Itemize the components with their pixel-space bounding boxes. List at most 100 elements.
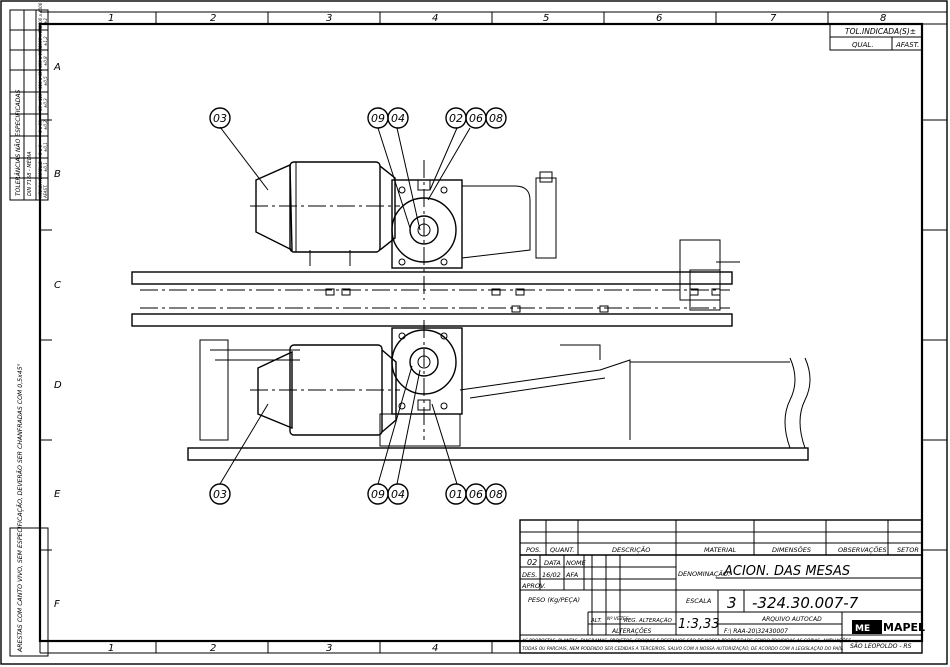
tolerance-row-afast: AFAST. (43, 185, 48, 199)
leader-lines (219, 126, 471, 485)
company-location: SÃO LEOPOLDO - RS (850, 643, 912, 650)
col-label-8: 8 (880, 13, 886, 24)
bottom-col-label-4: 4 (432, 643, 438, 654)
company-name: MAPEL (883, 621, 925, 634)
bottom-col-label-3: 3 (326, 643, 332, 654)
upper-rail (131, 271, 733, 285)
drawing-number: -324.30.007-7 (752, 594, 859, 612)
hdr-dimensoes: DIMENSÕES (772, 545, 811, 554)
balloon-03-bottom: 03 (209, 483, 231, 505)
tol-afast-3: ±0,2 (43, 120, 48, 130)
svg-text:06: 06 (469, 112, 483, 125)
balloon-03-top: 03 (209, 107, 231, 129)
lower-rail (131, 313, 733, 327)
col-label-5: 5 (543, 13, 549, 24)
bottom-gearbox (379, 320, 463, 447)
top-motor (250, 161, 400, 266)
company-logo: ME MAPEL (852, 620, 925, 634)
peso-label: PESO (Kg/PEÇA) (528, 596, 580, 604)
balloon-08-bottom: 08 (485, 483, 507, 505)
arquivo-label: ARQUIVO AUTOCAD (761, 616, 822, 623)
part-balloons: 03 09 04 02 06 08 03 09 04 01 06 08 (209, 107, 507, 505)
svg-text:09: 09 (371, 112, 385, 125)
bottom-col-label-1: 1 (108, 643, 114, 654)
tol-indicated-box: TOL.INDICADA(S)± QUAL. AFAST. (829, 23, 923, 51)
balloon-01-bottom: 01 (445, 483, 467, 505)
balloon-08-top: 08 (485, 107, 507, 129)
top-gearbox (391, 160, 557, 300)
tol-range-7: 1000 a 2000 (38, 22, 43, 48)
tol-range-3: 6 a 30 (38, 120, 43, 133)
tol-range-2: 3 a 6 (38, 144, 43, 155)
balloon-04-top: 04 (387, 107, 409, 129)
tolerance-row-medida: MEDIDA NOMINAL (38, 162, 43, 198)
tolerance-table: TOLERÂNCIAS NÃO ESPECIFICADAS DIN 7168 -… (9, 2, 49, 201)
svg-text:03: 03 (213, 112, 227, 125)
svg-text:09: 09 (371, 488, 385, 501)
bottom-motor (199, 339, 400, 441)
col-label-6: 6 (656, 13, 662, 24)
tol-range-1: 0.5 a 3 (38, 161, 43, 175)
tol-afast-4: ±0,3 (43, 98, 48, 108)
svg-text:04: 04 (391, 488, 405, 501)
scale-value: 1:3,33 (678, 617, 720, 632)
bottom-col-label-2: 2 (210, 643, 216, 654)
legal-note-2: TODAS OU PARCIAIS, NEM PODENDO SER CEDID… (522, 645, 844, 652)
balloon-06-bottom: 06 (465, 483, 487, 505)
tol-afast: AFAST. (895, 41, 919, 49)
col-label-4: 4 (432, 13, 438, 24)
hdr-descricao: DESCRIÇÃO (612, 545, 650, 554)
svg-text:03: 03 (213, 488, 227, 501)
tol-range-5: 120 a 400 (38, 68, 43, 89)
des-name: AFA (565, 571, 578, 579)
edges-note: ARESTAS COM CANTO VIVO, SEM ESPECIFICAÇÃ… (15, 363, 24, 653)
svg-text:06: 06 (469, 488, 483, 501)
legal-note-1: AS PROPOSTAS, PLANTAS, DIAGRAMAS, PROJET… (521, 637, 851, 644)
svg-text:ME: ME (855, 624, 870, 634)
svg-text:08: 08 (489, 488, 503, 501)
svg-text:02: 02 (449, 112, 463, 125)
reg-alt-label: REG. ALTERAÇÃO (624, 617, 673, 624)
tol-afast-6: ±0,8 (43, 56, 48, 66)
hdr-pos: POS. (526, 546, 541, 554)
assembly-drawing (131, 160, 811, 461)
rev-number: 02 (527, 558, 537, 567)
balloon-09-top: 09 (367, 107, 389, 129)
inner-border (38, 22, 924, 643)
des-label: DES. (522, 571, 537, 579)
alt-label: ALT. (590, 618, 602, 624)
alteracoes-label: ALTERAÇÕES (611, 628, 651, 635)
nvezes-label: Nº VEZES (607, 616, 629, 622)
edges-note-box: ARESTAS COM CANTO VIVO, SEM ESPECIFICAÇÃ… (9, 363, 49, 657)
hdr-quant: QUANT. (550, 546, 574, 554)
tol-afast-8: ±2 (43, 18, 48, 24)
denominacao-label: DENOMINAÇÃO: (678, 569, 730, 578)
tol-qual: QUAL. (852, 41, 874, 49)
tol-afast-1: ±0,1 (43, 162, 48, 172)
tol-range-4: 30 a 120 (38, 93, 43, 111)
tolerance-title: TOLERÂNCIAS NÃO ESPECIFICADAS (15, 90, 22, 196)
tol-afast-2: ±0,1 (43, 142, 48, 152)
sheet-format: 3 (727, 594, 737, 612)
col-label-2: 2 (210, 13, 216, 24)
tol-afast-5: ±0,5 (43, 76, 48, 86)
tol-indicated-title: TOL.INDICADA(S)± (845, 27, 916, 36)
des-date: 16/02 (542, 571, 561, 579)
balloon-02-top: 02 (445, 107, 467, 129)
row-label-b: B (54, 169, 61, 180)
arquivo-path: F:\ RAA-20\32430007 (724, 628, 788, 635)
tol-range-8: 2000 a 4000 (38, 2, 43, 28)
hdr-observacoes: OBSERVAÇÕES (838, 545, 887, 554)
balloon-04-bottom: 04 (387, 483, 409, 505)
tol-range-6: 400 a 1000 (38, 45, 43, 68)
escala-label: ESCALA (686, 597, 711, 605)
hdr-material: MATERIAL (704, 546, 737, 554)
nome-label: NOME (566, 559, 587, 567)
aprov-label: APROV. (521, 582, 546, 590)
col-label-3: 3 (326, 13, 332, 24)
hdr-setor: SETOR (897, 546, 919, 554)
data-label: DATA (544, 559, 561, 567)
tolerance-subtitle: DIN 7168 - MÉDIA (25, 151, 33, 196)
